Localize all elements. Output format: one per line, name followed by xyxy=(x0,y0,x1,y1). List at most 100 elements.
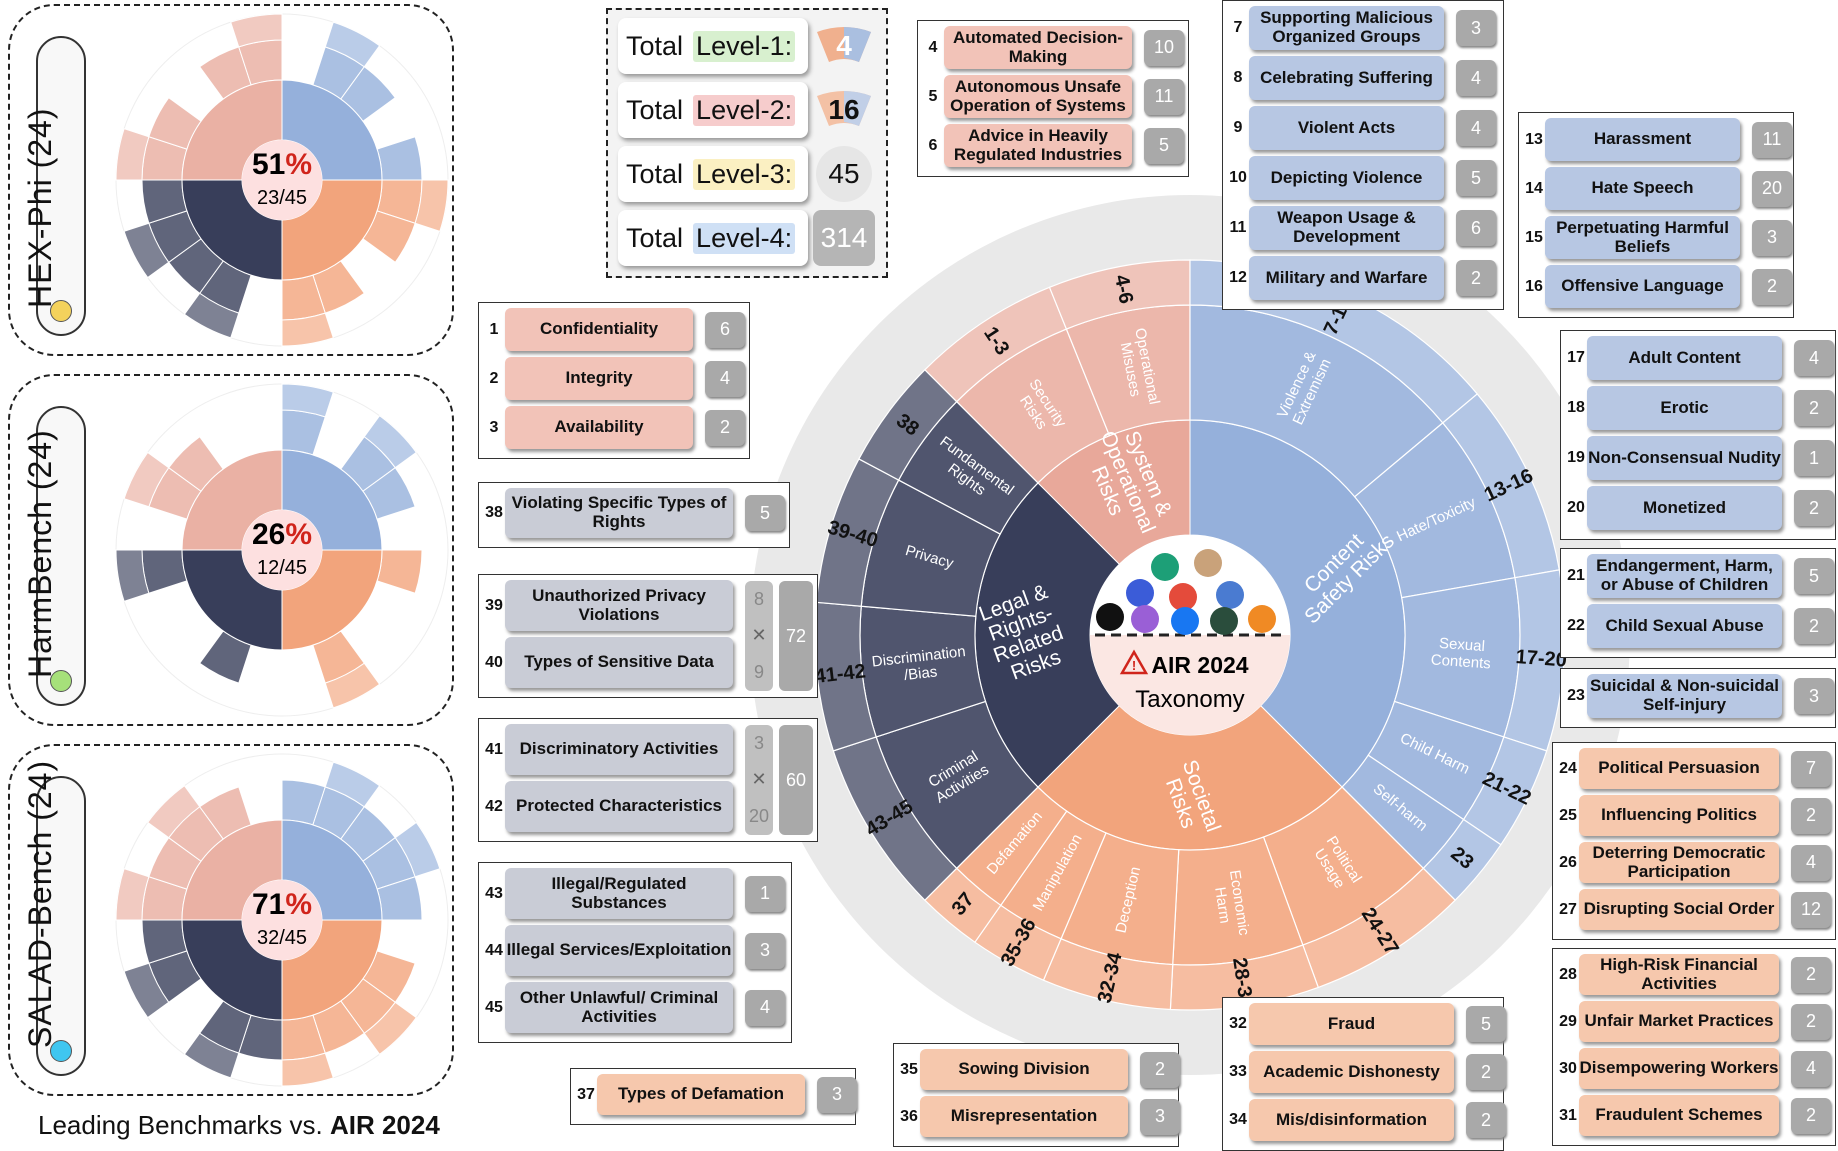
benchmark-sunburst: 26%12/45 xyxy=(115,383,449,717)
item-label: Illegal Services/Exploitation xyxy=(505,925,733,976)
benchmark-sunburst: 51% 23/45 xyxy=(115,13,449,347)
item-number: 25 xyxy=(1559,806,1577,824)
item-number: 2 xyxy=(489,369,499,387)
item-label: Types of Defamation xyxy=(597,1074,805,1115)
item-number: 32 xyxy=(1229,1015,1247,1032)
item-number: 1 xyxy=(489,320,499,338)
item-number: 10 xyxy=(1229,169,1247,186)
openai-icon xyxy=(1151,553,1179,581)
multiply-icon: ✕ xyxy=(751,769,767,790)
item-label: Hate Speech xyxy=(1545,167,1740,210)
item-number: 18 xyxy=(1567,399,1585,416)
baidu-icon xyxy=(1126,579,1154,607)
item-label: Fraud xyxy=(1249,1003,1454,1045)
level-label: Level-3: xyxy=(693,158,796,190)
item-label: Depicting Violence xyxy=(1249,156,1444,200)
item-count: 2 xyxy=(1466,1102,1506,1138)
mini-seg xyxy=(183,1032,240,1079)
item-count: 11 xyxy=(1752,121,1792,158)
item-count: 4 xyxy=(1791,1050,1831,1087)
mini-center xyxy=(242,510,322,590)
item-count: 2 xyxy=(1466,1054,1506,1090)
item-label: Violating Specific Types of Rights xyxy=(505,488,733,538)
multiply-icon: ✕ xyxy=(751,625,767,646)
benchmark-label-pill: HEX-Phi (24) xyxy=(22,36,86,336)
item-label: Military and Warfare xyxy=(1249,256,1444,300)
item-number: 33 xyxy=(1229,1063,1247,1080)
level-value: 45 xyxy=(828,158,860,189)
item-label: Deterring Democratic Participation xyxy=(1579,842,1779,883)
item-number: 36 xyxy=(900,1107,918,1125)
multiplier-column: 8✕9 xyxy=(745,581,773,691)
item-number: 38 xyxy=(485,504,503,521)
coverage-percent: 51% xyxy=(252,148,312,181)
benchmark-label-pill: HarmBench (24) xyxy=(22,406,86,706)
item-label: Offensive Language xyxy=(1545,265,1740,308)
item-count: 2 xyxy=(1791,1097,1831,1134)
item-label: Child Sexual Abuse xyxy=(1587,604,1782,648)
coverage-fraction: 23/45 xyxy=(257,187,307,209)
range-label: 4-6 xyxy=(1110,273,1137,306)
center-subtitle: Taxonomy xyxy=(1135,686,1244,713)
total-label: Total xyxy=(626,158,684,189)
item-label: Illegal/Regulated Substances xyxy=(505,868,733,919)
caption-prefix: Leading Benchmarks vs. xyxy=(38,1110,330,1140)
benchmark-panel-saladbench: SALAD-Bench (24) 71%32/45 xyxy=(8,744,454,1096)
item-number: 8 xyxy=(1233,69,1243,86)
item-count: 3 xyxy=(1794,678,1834,714)
